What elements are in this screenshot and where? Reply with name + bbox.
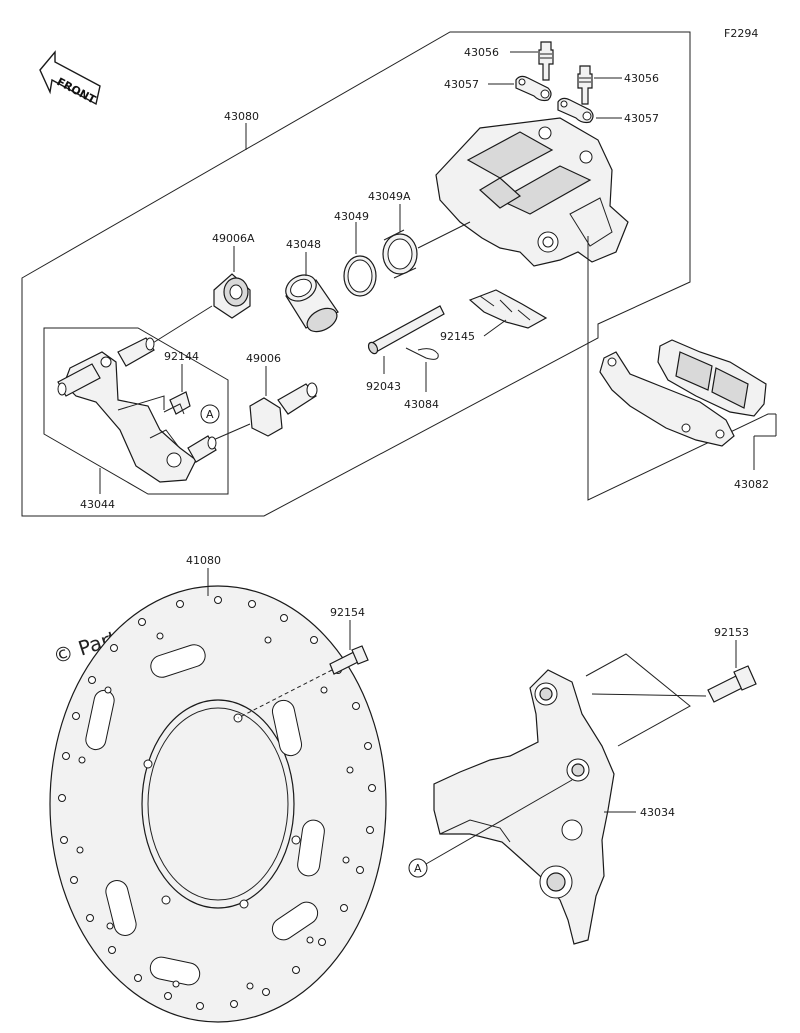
- caliper-body: [435, 117, 629, 267]
- piston-43048: [285, 274, 339, 333]
- label-43057-top: 43057: [444, 78, 479, 91]
- bleeder-cap-2: [557, 97, 594, 124]
- disc-perimeter-holes: [58, 596, 376, 1010]
- clip-92144: [163, 391, 191, 415]
- label-43056-right: 43056: [624, 72, 659, 85]
- boot-49006A: [213, 273, 251, 319]
- label-49006: 49006: [246, 352, 281, 365]
- label-43044: 43044: [80, 498, 115, 511]
- pin-92043: [367, 305, 445, 355]
- label-43049A: 43049A: [368, 190, 411, 203]
- label-43048: 43048: [286, 238, 321, 251]
- label-43080: 43080: [224, 110, 259, 123]
- label-92144: 92144: [164, 350, 199, 363]
- seal-ring-43049A: [382, 229, 418, 279]
- brake-pad-front: [599, 351, 735, 447]
- pad-outline: [587, 236, 776, 501]
- label-92153: 92153: [714, 626, 749, 639]
- clip-43084: [405, 347, 439, 360]
- bleeder-cap-1: [515, 75, 552, 102]
- spring-92145: [468, 289, 548, 329]
- bolt-92153: [707, 665, 757, 703]
- bleeder-screw-1: [538, 41, 554, 81]
- ref-marker-a-upper: A: [200, 404, 220, 424]
- ref-marker-a-lower: A: [408, 858, 428, 878]
- label-43049: 43049: [334, 210, 369, 223]
- brake-pad-rear: [657, 339, 767, 417]
- label-43082: 43082: [734, 478, 769, 491]
- label-43056-top: 43056: [464, 46, 499, 59]
- label-92145: 92145: [440, 330, 475, 343]
- label-43034: 43034: [640, 806, 675, 819]
- svg-text:A: A: [206, 408, 214, 421]
- label-92154: 92154: [330, 606, 365, 619]
- bracket-43034-outline: [585, 653, 691, 747]
- seal-43049: [343, 255, 377, 297]
- front-arrow-icon: FRONT: [39, 50, 101, 107]
- caliper-bracket-43034: [433, 669, 615, 945]
- boot-49006: [249, 382, 318, 437]
- bolt-92154: [329, 645, 369, 675]
- label-43084: 43084: [404, 398, 439, 411]
- figure-code: F2294: [724, 27, 758, 40]
- label-92043: 92043: [366, 380, 401, 393]
- label-49006A: 49006A: [212, 232, 255, 245]
- bracket-outline: [43, 327, 229, 495]
- label-43057-right: 43057: [624, 112, 659, 125]
- label-41080: 41080: [186, 554, 221, 567]
- svg-text:A: A: [414, 862, 422, 875]
- caliper-assembly-outline: [21, 31, 691, 517]
- bracket-43044: [57, 337, 217, 483]
- bleeder-screw-2: [577, 65, 593, 105]
- brake-disc-41080: [49, 585, 387, 1023]
